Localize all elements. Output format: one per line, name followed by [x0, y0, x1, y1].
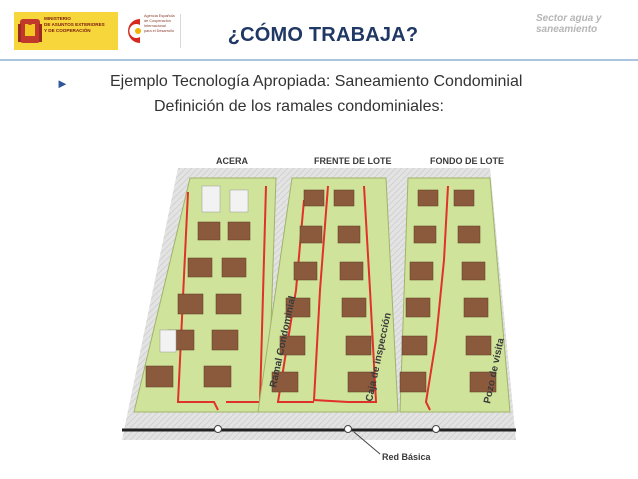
- block-acera: [133, 177, 277, 413]
- ramal-frente: [312, 185, 349, 403]
- spain-crest-icon: [18, 19, 42, 43]
- ramal-fondo: [424, 185, 449, 411]
- label-red-basica: Red Básica: [382, 452, 432, 462]
- sector-label: Sector agua y saneamiento: [536, 13, 602, 35]
- bullet-text: Ejemplo Tecnología Apropiada: Saneamient…: [110, 73, 523, 90]
- aecid-logo: Agencia Española de Cooperación Internac…: [122, 12, 178, 50]
- column-label-acera: ACERA: [216, 156, 249, 166]
- ministerio-line-3: Y DE COOPERACIÓN: [44, 28, 91, 33]
- red-basica-leader: [353, 431, 381, 455]
- logo-divider: [180, 14, 181, 48]
- column-label-fondo: FONDO DE LOTE: [430, 156, 504, 166]
- slide-header: MINISTERIO DE ASUNTOS EXTERIORES Y DE CO…: [0, 0, 638, 61]
- ministerio-logo: MINISTERIO DE ASUNTOS EXTERIORES Y DE CO…: [14, 12, 118, 50]
- ministerio-line-2: DE ASUNTOS EXTERIORES: [44, 22, 105, 27]
- aecid-line-4: para el Desarrollo: [144, 29, 174, 33]
- condominial-diagram: ACERA FRENTE DE LOTE FONDO DE LOTE: [122, 156, 516, 462]
- aecid-line-1: Agencia Española: [144, 14, 175, 18]
- header-rule: [0, 59, 638, 61]
- column-label-frente: FRENTE DE LOTE: [314, 156, 392, 166]
- block-frente: [257, 177, 399, 413]
- block-fondo: [399, 177, 511, 413]
- aecid-line-2: de Cooperación: [144, 19, 171, 23]
- slide-title: ¿CÓMO TRABAJA?: [227, 24, 419, 46]
- aecid-symbol-icon: [128, 19, 141, 43]
- bullet-arrow-icon: ►: [56, 76, 69, 91]
- ministerio-line-1: MINISTERIO: [44, 16, 71, 21]
- sub-text: Definición de los ramales condominiales:: [154, 98, 444, 115]
- aecid-line-3: Internacional: [144, 24, 166, 28]
